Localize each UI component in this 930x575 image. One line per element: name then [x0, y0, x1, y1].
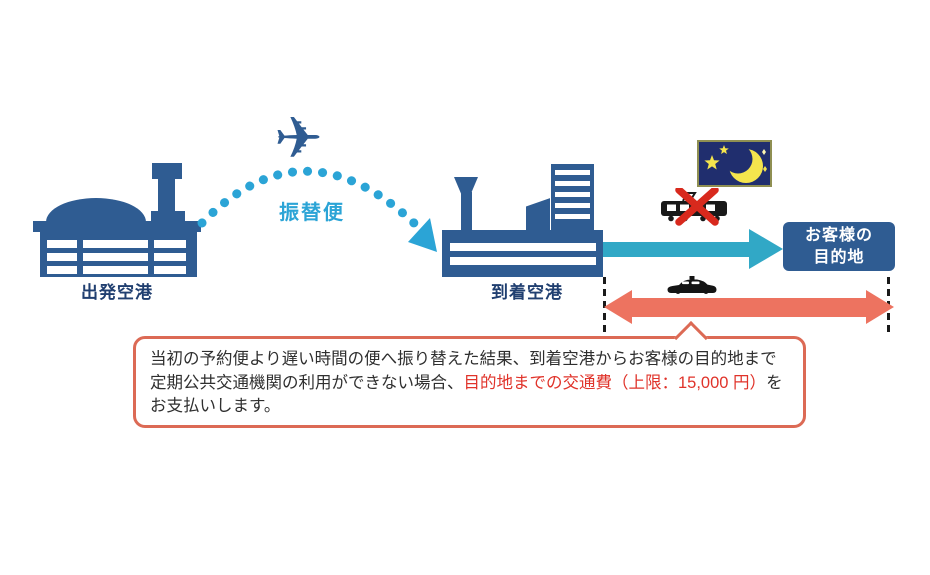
transport-fee-highlight: 目的地までの交通費（上限：15,000 円）: [463, 373, 767, 392]
terminal-dome: [46, 198, 146, 222]
taxi-roof-sign: [689, 276, 695, 280]
airport-mid-building: [526, 198, 550, 231]
arrival-airport-icon: [442, 164, 603, 277]
terminal-windows: [450, 243, 596, 265]
control-tower-shaft: [461, 192, 472, 231]
control-tower-cap: [454, 177, 478, 194]
terminal-windows: [83, 240, 148, 274]
taxi-body: [667, 279, 717, 293]
route-to-destination-arrow-body: [555, 242, 750, 257]
night-moon-stars-icon: [697, 140, 772, 187]
airport-tower-windows: [555, 170, 590, 220]
arc-arrowhead-icon: [408, 218, 437, 252]
departure-airport-icon: [33, 163, 201, 297]
control-tower-base: [151, 211, 185, 222]
taxi-range-arrowhead-right: [866, 290, 894, 324]
terminal-roof-ledge: [33, 221, 201, 232]
policy-line-3: お支払いします。: [150, 397, 281, 416]
transfer-flight-label: 振替便: [279, 202, 345, 224]
train-crossed-out-icon: [659, 188, 731, 226]
star-icon: [719, 145, 729, 155]
transfer-flight-dotted-arc: [197, 166, 437, 252]
control-tower-cap: [152, 163, 182, 179]
taxi-range-arrow-body: [630, 298, 868, 317]
arrival-airport-label: 到着空港: [491, 283, 563, 302]
star-icon: [704, 155, 720, 170]
cross-out-x-icon: [675, 188, 719, 226]
moon-stars-graphic: [704, 144, 767, 183]
customer-destination-box: お客様の 目的地: [783, 222, 895, 271]
destination-label-line1: お客様の: [804, 226, 873, 244]
terminal-windows: [154, 240, 186, 274]
policy-text: 当初の予約便より遅い時間の便へ振り替えた結果、到着空港からお客様の目的地まで 定…: [136, 339, 803, 419]
destination-label-line2: 目的地: [813, 248, 865, 266]
policy-line-2: 定期公共交通機関の利用ができない場合、目的地までの交通費（上限：15,000 円…: [150, 373, 783, 392]
airplane-icon: ✈: [274, 106, 323, 171]
departure-airport-label: 出発空港: [81, 283, 153, 302]
policy-callout-box: 当初の予約便より遅い時間の便へ振り替えた結果、到着空港からお客様の目的地まで 定…: [133, 336, 806, 428]
route-to-destination-arrowhead: [749, 229, 783, 269]
taxi-range-arrowhead-left: [604, 290, 632, 324]
taxi-icon: [666, 276, 718, 294]
terminal-windows: [47, 240, 77, 274]
policy-line-1: 当初の予約便より遅い時間の便へ振り替えた結果、到着空港からお客様の目的地まで: [150, 350, 777, 368]
sparkle-icon: [762, 149, 766, 155]
sparkle-icon: [763, 166, 767, 172]
